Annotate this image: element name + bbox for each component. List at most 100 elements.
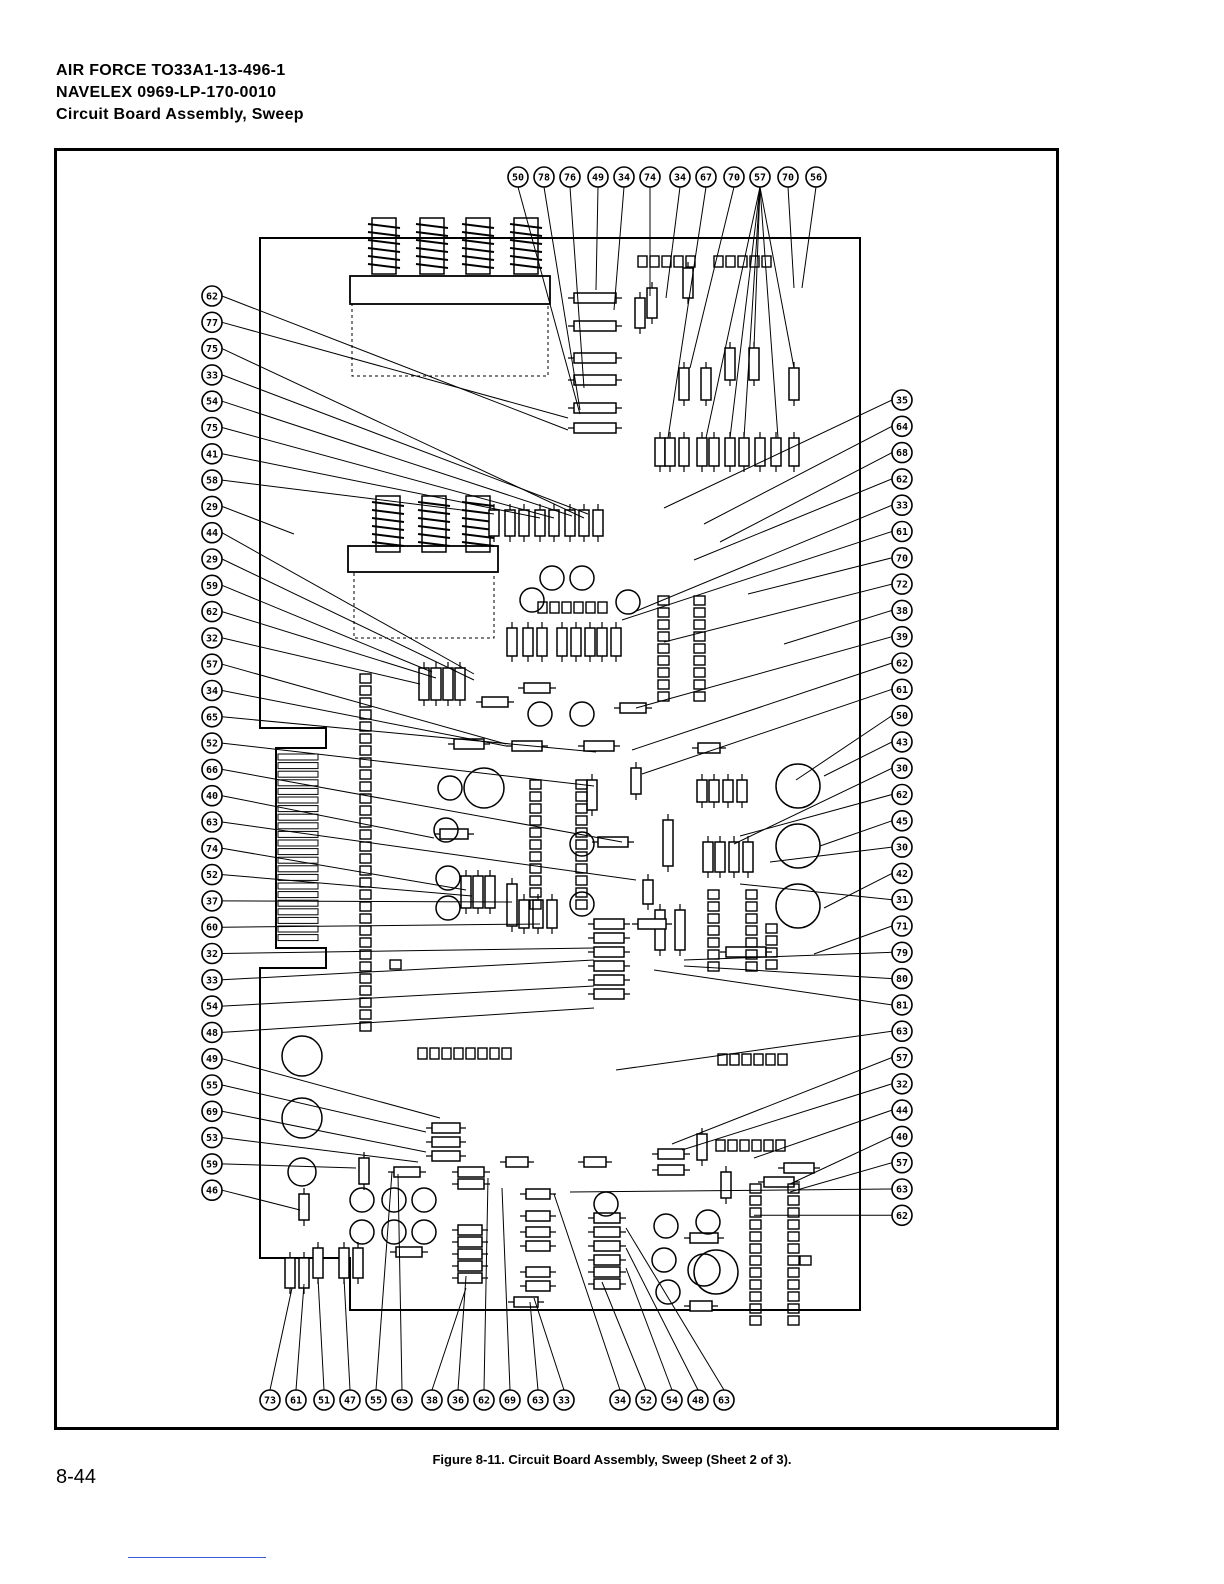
leader-line <box>397 1173 403 1391</box>
leader-line <box>787 186 795 289</box>
connector-finger <box>277 779 319 787</box>
callout-label: 57 <box>754 173 766 184</box>
resistor <box>646 282 658 324</box>
callout-label: 38 <box>896 606 908 617</box>
leader-line <box>823 872 893 909</box>
callout-bottom-4: 55 <box>365 1389 387 1411</box>
leader-line <box>769 846 893 863</box>
callout-label: 45 <box>896 816 908 827</box>
leader-line <box>543 186 581 411</box>
callout-bottom-14: 54 <box>661 1389 683 1411</box>
callout-label: 43 <box>896 737 908 748</box>
resistor <box>610 622 622 662</box>
resistor <box>472 870 484 914</box>
callout-left-12: 62 <box>201 600 223 623</box>
callout-right-7: 72 <box>891 573 913 595</box>
resistor <box>588 918 630 930</box>
callout-left-29: 49 <box>201 1047 223 1070</box>
resistor <box>568 352 622 364</box>
callout-label: 69 <box>206 1107 218 1118</box>
callout-left-7: 58 <box>201 469 223 491</box>
leader-line <box>663 583 893 643</box>
callout-bottom-2: 51 <box>313 1389 335 1411</box>
callout-label: 57 <box>896 1158 908 1169</box>
resistor <box>714 836 726 878</box>
resistor <box>390 1246 428 1258</box>
leader-line <box>739 883 893 901</box>
resistor <box>520 1240 556 1252</box>
callout-left-26: 33 <box>201 968 223 991</box>
callout-label: 75 <box>206 344 218 355</box>
callout-label: 30 <box>896 843 908 854</box>
ic-pads <box>637 255 696 268</box>
callout-label: 49 <box>592 173 604 184</box>
callout-right-26: 32 <box>891 1072 913 1095</box>
resistor <box>568 422 622 434</box>
resistor <box>588 974 630 986</box>
capacitor <box>411 1219 437 1245</box>
leader-line <box>317 1277 325 1391</box>
callout-right-6: 70 <box>891 546 913 569</box>
callout-label: 32 <box>896 1079 908 1090</box>
callout-left-0: 62 <box>201 285 223 307</box>
leader-line <box>795 715 893 781</box>
ic-pads <box>717 1053 788 1066</box>
resistor <box>358 1152 370 1190</box>
callout-top-5: 74 <box>639 166 661 188</box>
leader-line <box>533 1297 565 1391</box>
resistor <box>654 432 666 472</box>
callout-left-13: 32 <box>201 627 223 649</box>
resistor <box>430 662 442 706</box>
capacitor <box>615 589 641 615</box>
callout-bottom-11: 33 <box>553 1389 575 1411</box>
leader-line <box>569 186 585 389</box>
resistor <box>642 874 654 910</box>
capacitor <box>687 1253 721 1287</box>
callout-label: 46 <box>206 1186 218 1197</box>
leader-line <box>635 636 893 709</box>
resistor <box>442 662 454 706</box>
resistor <box>708 432 720 472</box>
leader-line <box>221 558 475 681</box>
inductor-coil <box>371 495 405 553</box>
resistor <box>664 432 676 472</box>
resistor <box>568 320 622 332</box>
resistor <box>506 622 518 662</box>
connector-finger <box>277 805 319 813</box>
callout-label: 61 <box>896 685 908 696</box>
callout-label: 34 <box>614 1396 626 1407</box>
leader-line <box>517 186 581 415</box>
leader-line <box>501 1187 511 1391</box>
leader-line <box>789 1135 893 1185</box>
callout-label: 62 <box>206 292 218 303</box>
callout-label: 42 <box>896 869 908 880</box>
resistor <box>696 1128 708 1166</box>
leader-line <box>221 923 541 928</box>
callout-bottom-3: 47 <box>339 1389 361 1411</box>
leader-line <box>739 794 893 837</box>
resistor <box>452 1272 488 1284</box>
resistor <box>788 432 800 472</box>
callout-top-9: 57 <box>749 166 771 188</box>
footer-rule <box>128 1557 266 1558</box>
callout-label: 60 <box>206 923 218 934</box>
capacitor <box>381 1219 407 1245</box>
capacitor <box>281 1097 323 1139</box>
callout-top-7: 67 <box>695 166 717 188</box>
capacitor <box>569 565 595 591</box>
callout-label: 62 <box>896 1211 908 1222</box>
callout-label: 74 <box>206 844 218 855</box>
callout-label: 62 <box>896 790 908 801</box>
callout-right-11: 61 <box>891 678 913 701</box>
leader-line <box>633 504 893 613</box>
ic-pads <box>417 1047 512 1060</box>
resistor <box>452 1248 488 1260</box>
connector-finger <box>277 899 319 907</box>
callout-left-18: 66 <box>201 758 223 781</box>
callout-left-9: 44 <box>201 521 223 544</box>
callout-label: 57 <box>896 1053 908 1064</box>
leader-line <box>823 741 893 777</box>
leader-line <box>601 1281 647 1391</box>
